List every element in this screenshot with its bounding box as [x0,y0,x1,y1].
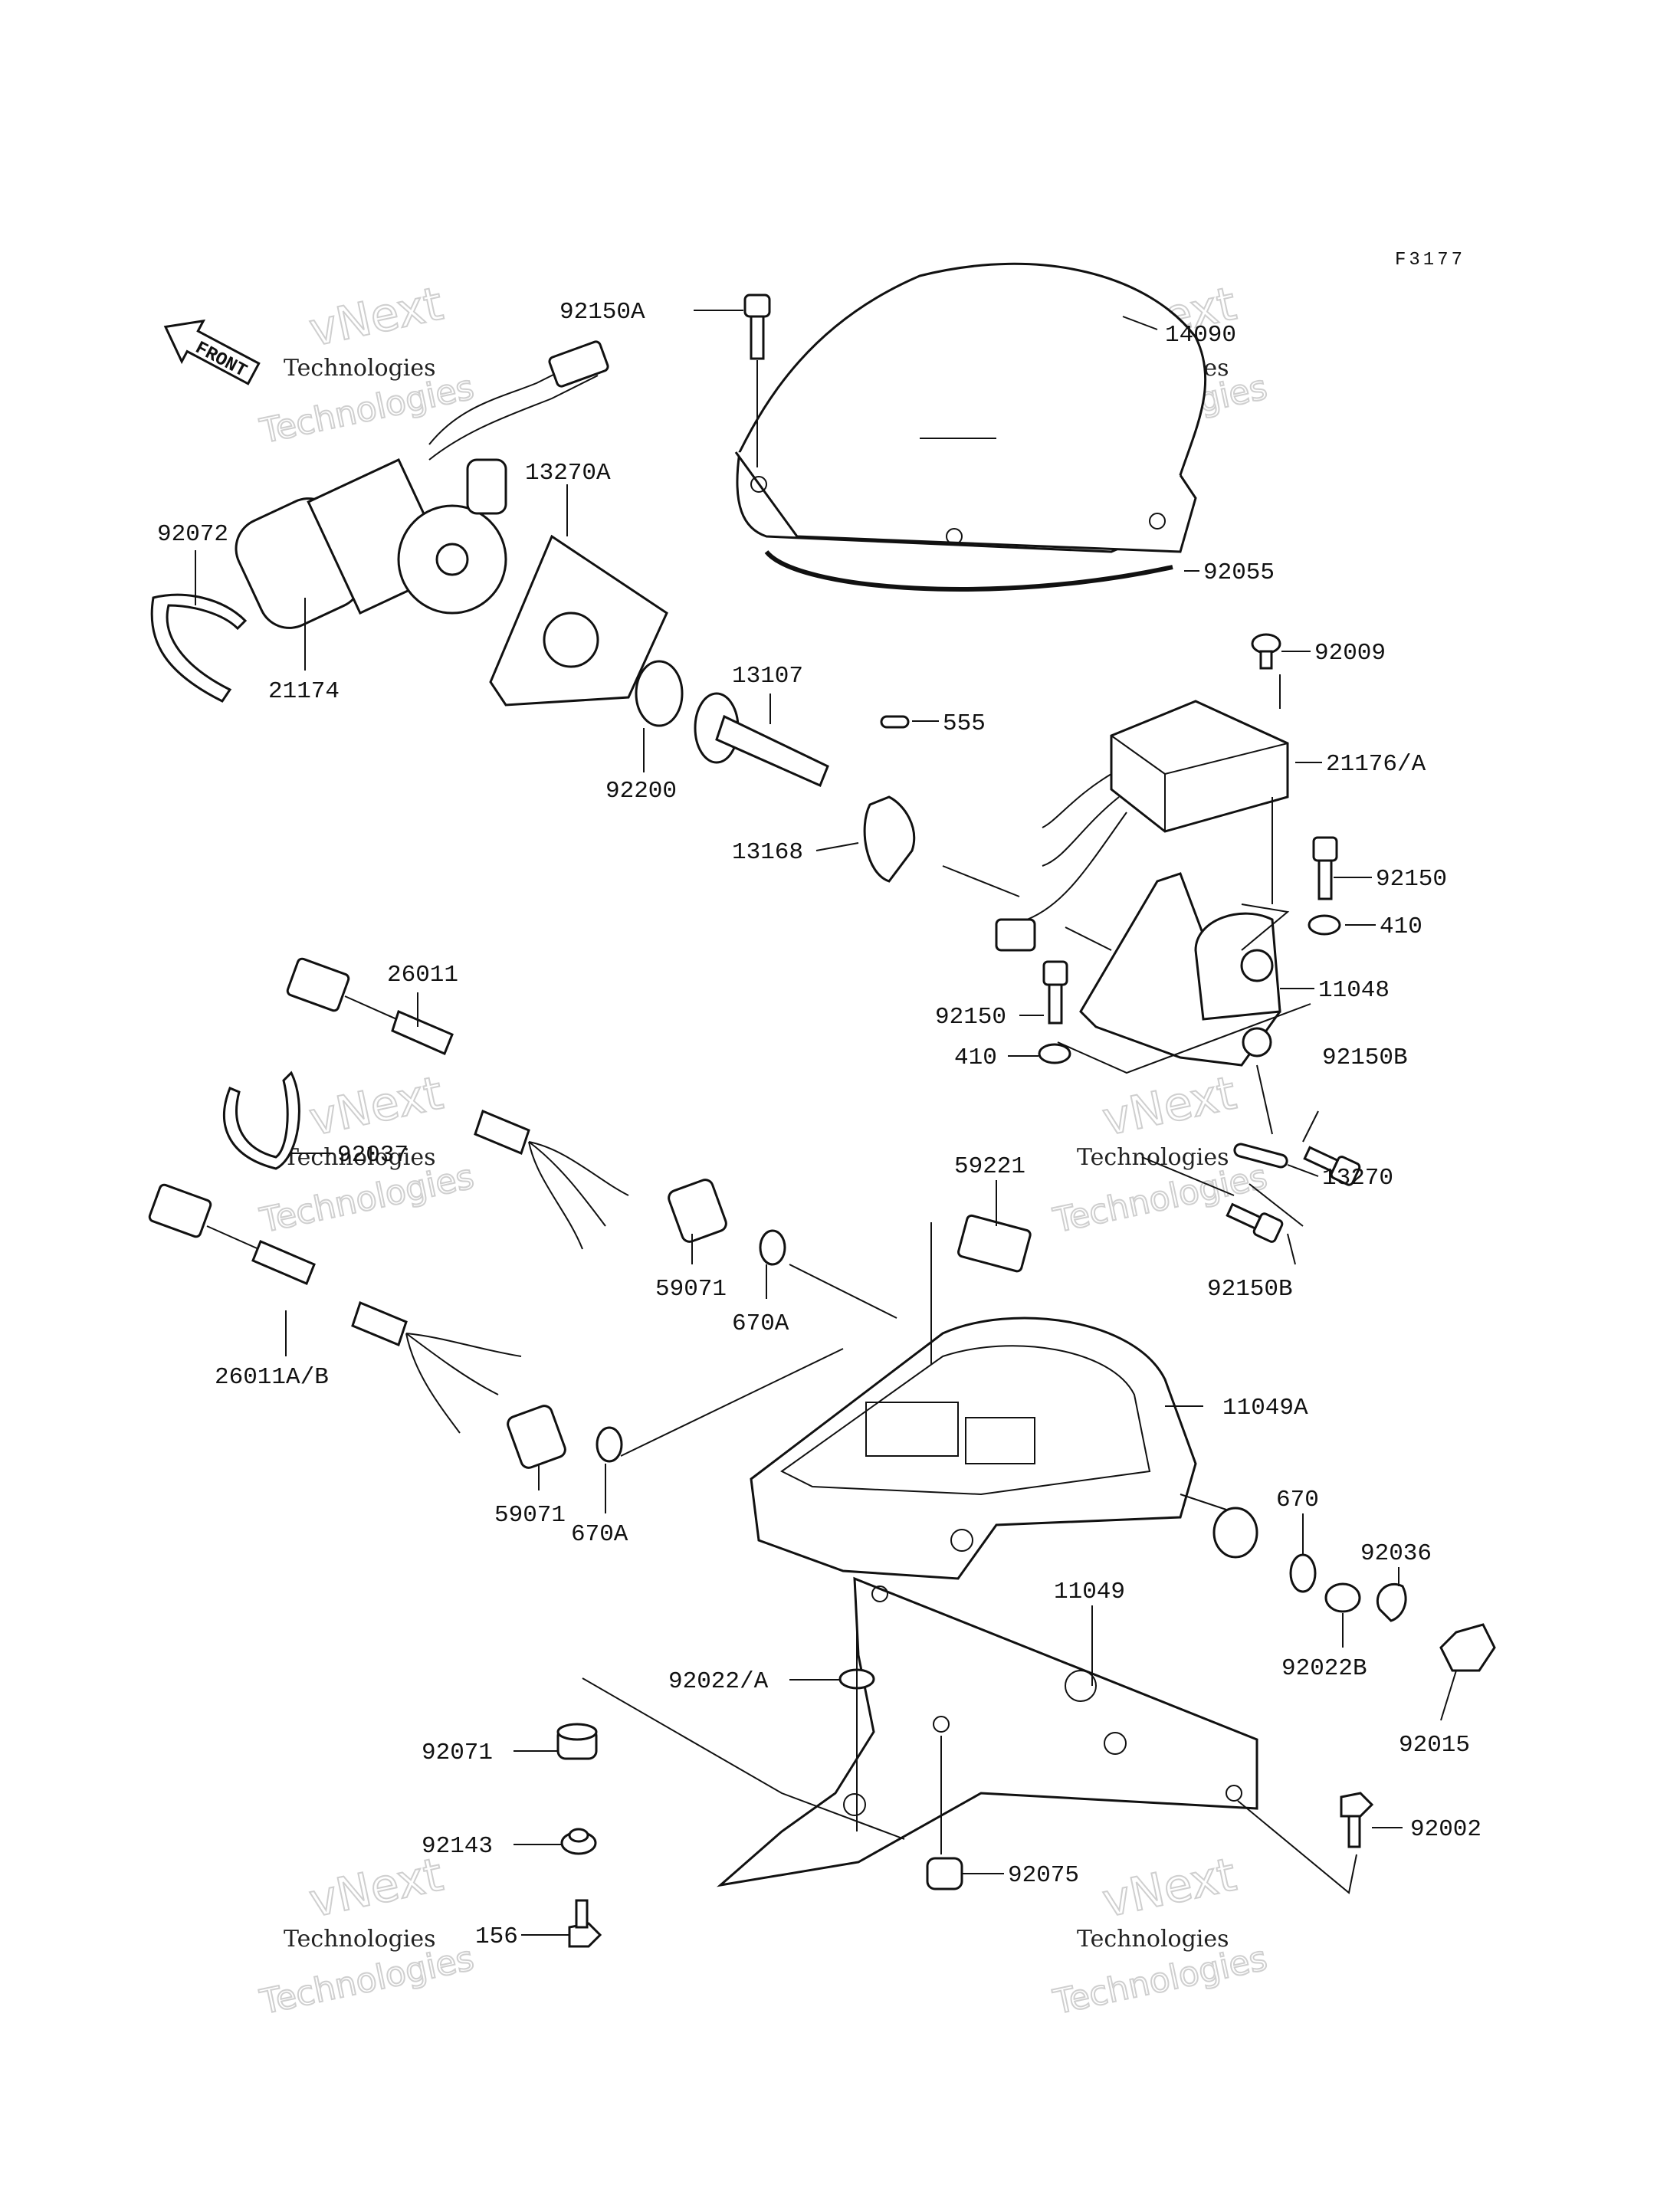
watermark-caption: Technologies [1077,1144,1229,1171]
part-label: 92200 [605,778,677,805]
bolt-92150-a [1312,836,1338,900]
watermark-caption: Technologies [284,1144,436,1171]
part-label: 13270 [1322,1165,1393,1192]
grommet-92075 [926,1857,963,1890]
watermark-top-left: vNext Technologies Technologies [256,276,478,452]
nut-92015 [1439,1623,1496,1672]
washer-92022B [1324,1582,1361,1613]
shaft-13107 [694,692,829,788]
motor-21174 [235,340,609,629]
part-label: 92150 [1376,866,1447,893]
part-label: 92150B [1322,1044,1408,1071]
clamp-92037 [223,1071,300,1170]
sensor-26011 [286,957,629,1250]
watermark-caption: Technologies [284,355,436,382]
part-label: 92072 [157,521,228,548]
fitting-59071-a [668,1179,727,1243]
part-label: 92002 [1410,1816,1481,1843]
plate-11049 [717,1576,1258,1887]
oring-670A-b [596,1426,623,1463]
sensor-26011AB [148,1183,522,1434]
watermark-caption: Technologies [1077,1926,1229,1953]
grommet-92071 [556,1723,598,1760]
oring-670 [1289,1553,1317,1593]
part-label: 13168 [732,839,803,866]
connection-lines [582,674,1357,1894]
bolt-92150A [743,293,771,360]
part-label: 92150B [1207,1276,1293,1303]
control-unit-21176 [995,700,1289,952]
pin-555 [880,715,910,729]
lockwasher-92036 [1376,1582,1407,1622]
svg-text:vNext: vNext [1098,1848,1241,1928]
cover-14090 [734,262,1207,553]
screw-92009 [1251,633,1281,670]
part-label: 410 [954,1044,997,1071]
connector-59221 [957,1214,1032,1273]
part-label: 92022/A [668,1668,769,1695]
watermark-bottom-right: vNext Technologies Technologies [1049,1847,1271,2023]
watermark-bottom-left: vNext Technologies Technologies [256,1847,478,2023]
oring-92200 [635,660,684,727]
part-label: 21176/A [1326,751,1426,778]
part-label: 410 [1380,913,1422,940]
part-label: 92150 [935,1004,1006,1031]
gasket-92055 [764,550,1173,592]
part-label: 92036 [1360,1540,1432,1567]
part-label: 555 [943,710,986,737]
clamp-92072 [150,593,248,703]
washer-410-b [1038,1043,1071,1064]
bracket-11048 [1079,872,1281,1067]
part-label: 13270A [525,460,611,487]
part-label: 670A [571,1521,628,1548]
fitting-59071-b [507,1405,566,1469]
part-label: 92009 [1314,640,1386,667]
part-label: 156 [475,1923,518,1950]
gasket-13270A [489,534,668,707]
bolt-92150B-b [1226,1202,1284,1243]
lever-13168 [863,795,916,883]
part-label: 59071 [494,1502,566,1529]
bolt-156 [568,1899,602,1948]
part-label: 21174 [268,678,340,705]
part-label: 11049A [1222,1395,1308,1421]
bolt-92150-b [1042,960,1068,1025]
svg-text:vNext: vNext [305,1066,448,1146]
part-label: 92143 [422,1833,493,1860]
part-label: 92150A [559,299,645,326]
part-label: 13107 [732,663,803,690]
washer-410-a [1308,914,1341,936]
svg-text:vNext: vNext [305,1848,448,1928]
leader-lines [195,310,1457,1936]
bolt-92150B-a [1303,1146,1361,1186]
oring-670A-a [759,1229,786,1266]
front-arrow-icon: FRONT [163,319,261,385]
part-label: 92015 [1399,1732,1470,1759]
part-label: 59071 [655,1276,727,1303]
part-label: 92022B [1281,1655,1367,1682]
part-label: 92055 [1203,559,1275,586]
svg-text:vNext: vNext [305,277,448,357]
bolt-92002 [1340,1792,1374,1848]
part-label: 26011A/B [215,1364,329,1391]
collar-92143 [560,1828,597,1855]
part-label: 11048 [1318,977,1390,1004]
part-label: 59221 [954,1153,1025,1180]
part-label: 26011 [387,962,458,989]
part-label: 670A [732,1310,789,1337]
link-13270 [1233,1143,1288,1169]
part-label: 670 [1276,1487,1319,1513]
watermark-caption: Technologies [284,1926,436,1953]
part-label: 92075 [1008,1862,1079,1889]
case-11049A [750,1317,1258,1580]
part-label: 14090 [1165,322,1236,349]
part-label: 92071 [422,1740,493,1766]
part-labels: 92150A 14090 92055 13270A 92072 21174 92… [157,299,1481,1950]
figure-code: F3177 [1395,250,1465,271]
svg-text:vNext: vNext [1098,1066,1241,1146]
part-label: 11049 [1054,1579,1125,1605]
part-label: 92037 [337,1142,409,1169]
